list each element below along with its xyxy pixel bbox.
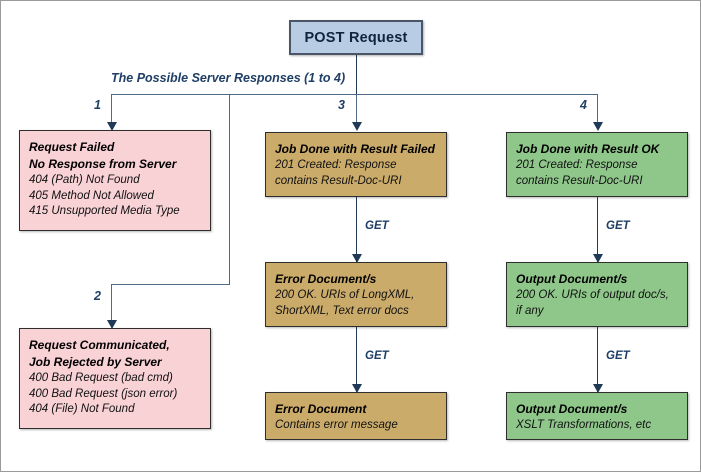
connector-get-2 [356, 327, 357, 392]
arrowhead-get-4 [593, 384, 603, 393]
node-error-documents-line-1: 200 OK. URIs of LongXML, [275, 289, 415, 301]
branch-number-3: 3 [338, 98, 345, 112]
post-request-node[interactable]: POST Request [289, 20, 423, 55]
node-error-documents[interactable]: Error Document/s 200 OK. URIs of LongXML… [265, 262, 447, 327]
node-request-rejected-title: Request Communicated, [29, 338, 170, 352]
edge-label-get-1: GET [365, 220, 389, 232]
connector-post-to-bus [356, 55, 357, 94]
node-request-failed-line-3: 415 Unsupported Media Type [29, 205, 180, 217]
connector-branch-1 [111, 94, 112, 124]
branch-number-2: 2 [94, 289, 101, 303]
node-output-documents[interactable]: Output Document/s 200 OK. URIs of output… [506, 262, 688, 327]
node-request-failed[interactable]: Request Failed No Response from Server 4… [19, 130, 211, 231]
node-request-rejected-subtitle: Job Rejected by Server [29, 355, 162, 369]
node-output-document[interactable]: Output Document/s XSLT Transformations, … [506, 392, 688, 440]
connector-branch-2-vertical [229, 94, 230, 285]
connector-bus-horizontal [111, 94, 597, 95]
arrowhead-get-3 [593, 254, 603, 263]
arrowhead-branch-2 [107, 320, 117, 329]
node-job-done-ok-title: Job Done with Result OK [516, 142, 660, 156]
connector-get-1 [356, 197, 357, 262]
node-request-rejected-line-3: 404 (File) Not Found [29, 403, 135, 415]
branch-number-4: 4 [580, 98, 587, 112]
branch-number-1: 1 [94, 98, 101, 112]
connector-branch-4 [597, 94, 598, 124]
node-request-rejected-line-1: 400 Bad Request (bad cmd) [29, 372, 173, 384]
node-job-done-failed-title: Job Done with Result Failed [275, 142, 436, 156]
edge-label-get-3: GET [606, 220, 630, 232]
connector-get-4 [597, 327, 598, 392]
node-output-document-title: Output Document/s [516, 402, 628, 416]
node-job-done-failed[interactable]: Job Done with Result Failed 201 Created:… [265, 132, 447, 197]
node-request-failed-line-2: 405 Method Not Allowed [29, 189, 154, 202]
node-error-document-title: Error Document [275, 402, 367, 416]
node-output-documents-title: Output Document/s [516, 272, 628, 286]
node-error-document[interactable]: Error Document Contains error message [265, 392, 447, 440]
node-request-rejected-line-2: 400 Bad Request (json error) [29, 387, 178, 400]
node-output-document-line-1: XSLT Transformations, etc [516, 419, 652, 431]
node-output-documents-line-1: 200 OK. URIs of output doc/s, [516, 289, 669, 301]
connector-branch-2-horizontal [111, 284, 230, 285]
arrowhead-get-2 [352, 384, 362, 393]
node-request-failed-title: Request Failed [29, 140, 115, 154]
bus-label: The Possible Server Responses (1 to 4) [111, 71, 346, 85]
arrowhead-branch-4 [593, 122, 603, 131]
edge-label-get-2: GET [365, 350, 389, 362]
node-job-done-ok-line-2: contains Result-Doc-URI [516, 174, 643, 187]
node-job-done-failed-line-1: 201 Created: Response [275, 159, 397, 171]
node-error-documents-line-2: ShortXML, Text error docs [275, 304, 409, 317]
node-request-failed-line-1: 404 (Path) Not Found [29, 174, 140, 186]
arrowhead-get-1 [352, 254, 362, 263]
node-error-document-line-1: Contains error message [275, 419, 398, 431]
node-job-done-ok[interactable]: Job Done with Result OK 201 Created: Res… [506, 132, 688, 197]
connector-get-3 [597, 197, 598, 262]
post-request-label: POST Request [304, 29, 408, 46]
connector-branch-2-drop [111, 284, 112, 322]
arrowhead-branch-3 [352, 122, 362, 131]
arrowhead-branch-1 [107, 122, 117, 131]
connector-branch-3 [356, 94, 357, 124]
node-error-documents-title: Error Document/s [275, 272, 377, 286]
node-request-failed-subtitle: No Response from Server [29, 157, 177, 171]
node-request-rejected[interactable]: Request Communicated, Job Rejected by Se… [19, 328, 211, 429]
node-output-documents-line-2: if any [516, 304, 544, 317]
node-job-done-failed-line-2: contains Result-Doc-URI [275, 174, 402, 187]
node-job-done-ok-line-1: 201 Created: Response [516, 159, 638, 171]
edge-label-get-4: GET [606, 350, 630, 362]
